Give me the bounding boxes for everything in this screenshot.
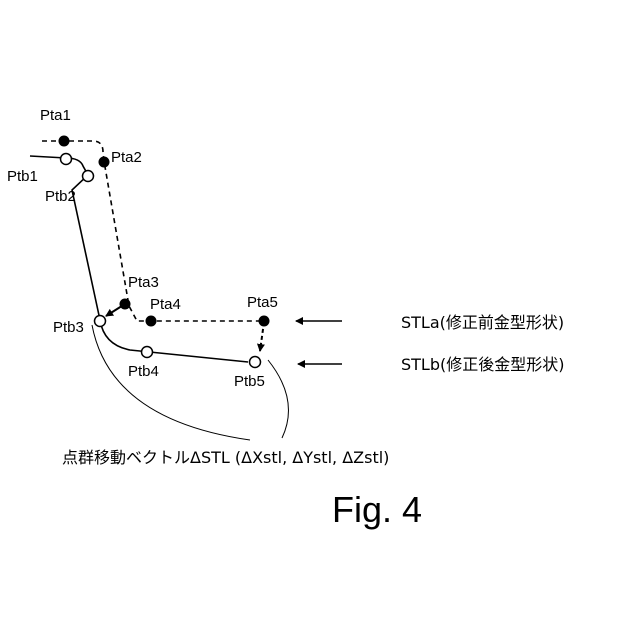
point-ptb2	[83, 171, 94, 182]
label-pta2: Pta2	[111, 149, 142, 166]
point-pta1	[59, 136, 70, 147]
label-ptb5: Ptb5	[234, 373, 265, 390]
point-pta4	[146, 316, 157, 327]
caption-leader-right	[268, 360, 288, 438]
label-ptb4: Ptb4	[128, 363, 159, 380]
label-pta5: Pta5	[247, 294, 278, 311]
point-ptb5	[250, 357, 261, 368]
label-pta4: Pta4	[150, 296, 181, 313]
legend-stla: STLa(修正前金型形状)	[401, 313, 564, 332]
point-ptb4	[142, 347, 153, 358]
label-pta1: Pta1	[40, 107, 71, 124]
point-pta5	[259, 316, 270, 327]
point-ptb1	[61, 154, 72, 165]
label-pta3: Pta3	[128, 274, 159, 291]
point-ptb3	[95, 316, 106, 327]
point-pta2	[99, 157, 110, 168]
stla-dashed-profile	[42, 141, 264, 321]
legend-stlb: STLb(修正後金型形状)	[401, 355, 565, 374]
figure-label: Fig. 4	[332, 489, 422, 530]
label-ptb3: Ptb3	[53, 319, 84, 336]
label-ptb1: Ptb1	[7, 168, 38, 185]
caption-leader-left	[92, 325, 250, 440]
label-ptb2: Ptb2	[45, 188, 76, 205]
vector-caption: 点群移動ベクトルΔSTL (ΔXstl, ΔYstl, ΔZstl)	[62, 448, 389, 467]
point-pta3	[120, 299, 131, 310]
